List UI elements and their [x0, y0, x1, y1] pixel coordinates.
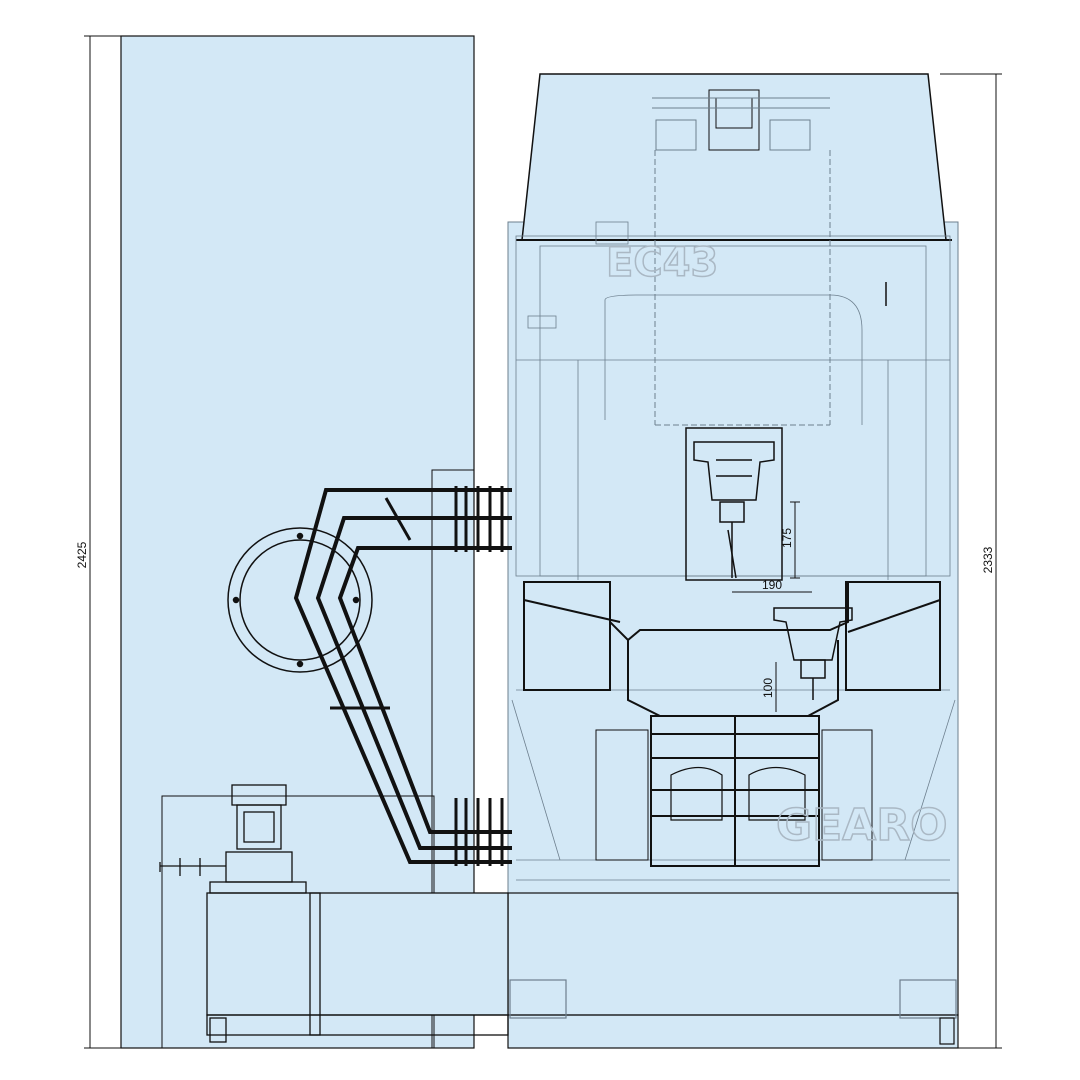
dimension-machine-height: 2333 — [981, 546, 995, 573]
chain-end-rings-bottom — [454, 798, 504, 866]
work-table — [523, 581, 941, 867]
model-mark: EC43 — [606, 240, 718, 286]
dimension-table-clearance: 100 — [761, 678, 775, 698]
hydraulic-unit — [159, 784, 509, 1049]
left-cabinet — [120, 35, 475, 1049]
hood-motor — [652, 89, 831, 426]
machine-body: EC43 — [507, 73, 959, 1049]
spindle-head-upper — [685, 427, 783, 581]
dimension-spindle-horizontal: 190 — [762, 578, 782, 592]
brand-mark: GEARO — [776, 800, 948, 851]
cable-chain — [293, 486, 512, 866]
spindle-head-lower — [773, 607, 853, 700]
frame-lines — [511, 221, 956, 881]
dimension-lines — [84, 35, 1002, 1049]
chain-end-rings-top — [454, 486, 504, 552]
dimension-spindle-vertical: 175 — [780, 528, 794, 548]
swivel-ring — [227, 527, 373, 673]
dimension-overall-height: 2425 — [75, 541, 89, 568]
